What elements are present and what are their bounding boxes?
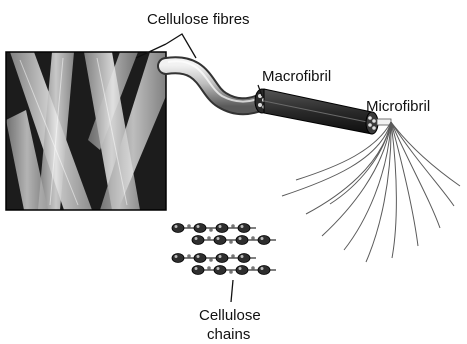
glucose-highlight xyxy=(261,237,264,240)
glycosidic-oxygen xyxy=(231,254,235,258)
macrofibril-cone xyxy=(264,89,372,134)
glucose-highlight xyxy=(197,225,200,228)
fibre-micrograph xyxy=(6,52,166,210)
microfibril-strands xyxy=(282,122,460,262)
glucose-unit xyxy=(172,224,184,233)
glucose-unit xyxy=(192,266,204,275)
glycosidic-oxygen xyxy=(187,254,191,258)
glucose-unit xyxy=(216,224,228,233)
glycosidic-oxygen xyxy=(209,258,213,262)
glucose-highlight xyxy=(195,237,198,240)
label-cellulose-chains-line2: chains xyxy=(207,326,250,343)
glucose-highlight xyxy=(241,225,244,228)
glycosidic-oxygen xyxy=(207,236,211,240)
glucose-unit xyxy=(216,254,228,263)
glucose-unit xyxy=(194,254,206,263)
glucose-unit xyxy=(238,224,250,233)
glycosidic-oxygen xyxy=(229,240,233,244)
glycosidic-oxygen xyxy=(251,236,255,240)
glycosidic-oxygen xyxy=(207,266,211,270)
chains-leader-line xyxy=(231,280,233,302)
cellulose-fibre-tube xyxy=(166,61,262,106)
glucose-highlight xyxy=(261,267,264,270)
glucose-highlight xyxy=(219,225,222,228)
glycosidic-oxygen xyxy=(209,228,213,232)
glucose-highlight xyxy=(195,267,198,270)
label-cellulose-chains-line1: Cellulose xyxy=(199,307,261,324)
glucose-highlight xyxy=(219,255,222,258)
cellulose-chains xyxy=(172,224,276,275)
glucose-highlight xyxy=(175,225,178,228)
glucose-highlight xyxy=(175,255,178,258)
glucose-unit xyxy=(238,254,250,263)
label-macrofibril: Macrofibril xyxy=(262,68,331,85)
glycosidic-oxygen xyxy=(187,224,191,228)
label-cellulose-fibres: Cellulose fibres xyxy=(147,11,250,28)
glucose-highlight xyxy=(217,237,220,240)
glucose-highlight xyxy=(197,255,200,258)
glycosidic-oxygen xyxy=(251,266,255,270)
glucose-unit xyxy=(194,224,206,233)
label-microfibril: Microfibril xyxy=(366,98,430,115)
glucose-highlight xyxy=(217,267,220,270)
glucose-unit xyxy=(258,266,270,275)
glycosidic-oxygen xyxy=(231,224,235,228)
glucose-unit xyxy=(214,266,226,275)
glucose-unit xyxy=(172,254,184,263)
glucose-highlight xyxy=(239,237,242,240)
glucose-unit xyxy=(236,236,248,245)
glucose-highlight xyxy=(241,255,244,258)
glucose-unit xyxy=(258,236,270,245)
glucose-unit xyxy=(236,266,248,275)
glucose-highlight xyxy=(239,267,242,270)
glucose-unit xyxy=(214,236,226,245)
glucose-unit xyxy=(192,236,204,245)
glycosidic-oxygen xyxy=(229,270,233,274)
